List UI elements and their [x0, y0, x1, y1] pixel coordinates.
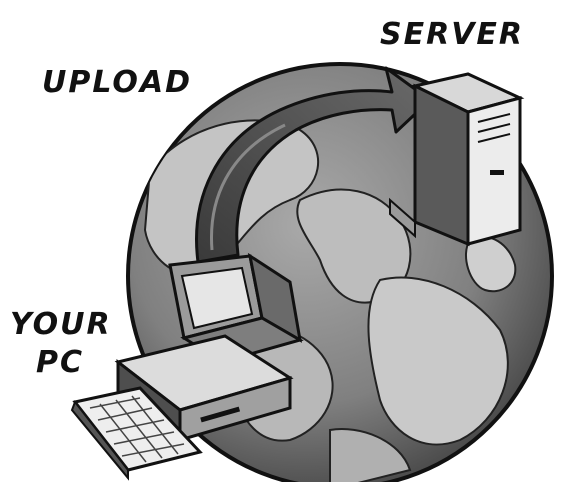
pc-label: PC — [36, 345, 84, 380]
keyboard — [70, 386, 203, 481]
upload-arrow — [195, 66, 432, 264]
your-label: YOUR — [10, 307, 112, 342]
upload-label: UPLOAD — [42, 65, 192, 100]
server-icon — [389, 72, 525, 247]
server-label: SERVER — [380, 17, 524, 52]
pc-icon — [70, 252, 304, 481]
